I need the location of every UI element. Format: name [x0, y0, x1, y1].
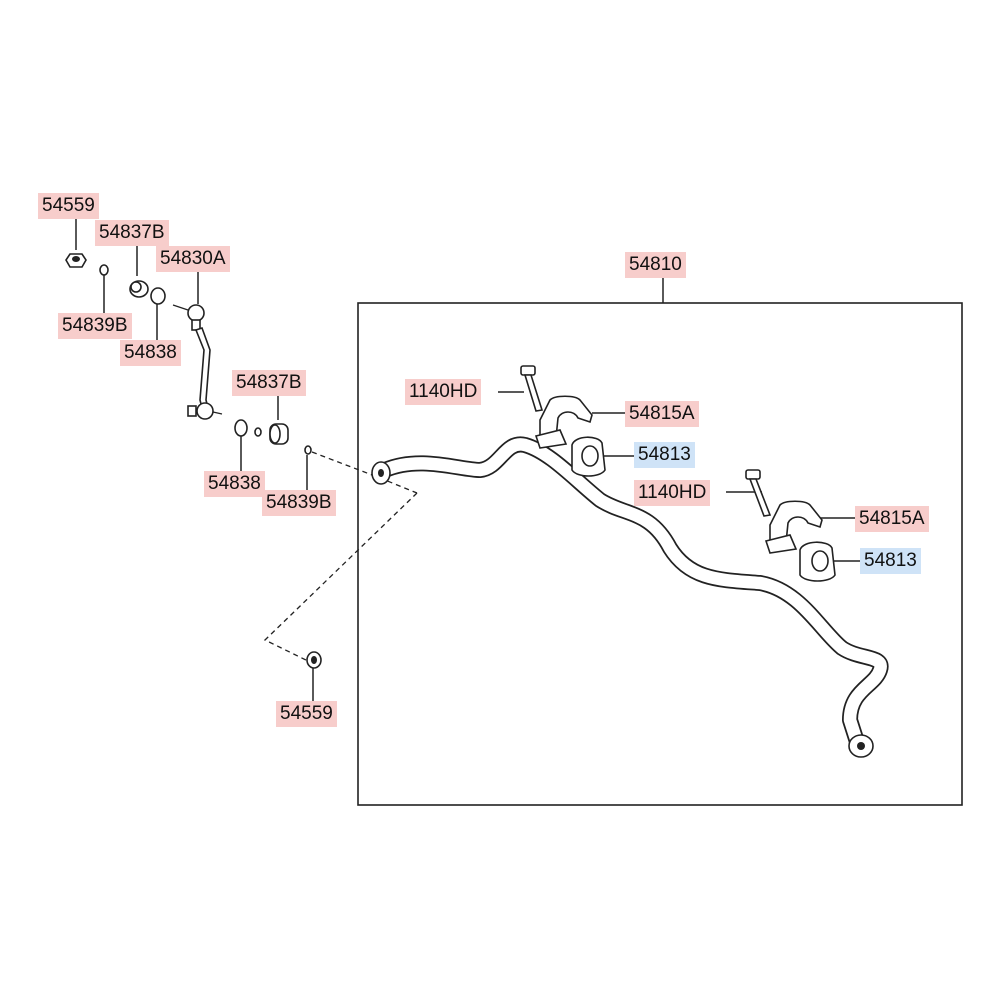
label-stabilizer-link[interactable]: 54830A: [156, 246, 230, 272]
label-stabilizer-bar[interactable]: 54810: [625, 252, 686, 278]
washer-mid: [304, 445, 312, 455]
label-ring-top[interactable]: 54838: [120, 340, 181, 366]
label-ring-mid[interactable]: 54838: [204, 471, 265, 497]
assembly-frame: [357, 302, 963, 806]
bolt-1: [520, 365, 544, 412]
ring-mid: [234, 419, 248, 437]
bracket-1: [534, 395, 593, 449]
label-washer-top[interactable]: 54839B: [58, 313, 132, 339]
label-washer-mid[interactable]: 54839B: [262, 490, 336, 516]
stabilizer-link: [172, 304, 223, 420]
label-nut-top[interactable]: 54559: [38, 193, 99, 219]
label-bushing-1[interactable]: 54813: [634, 442, 695, 468]
label-bushing-2[interactable]: 54813: [860, 548, 921, 574]
bushing-top: [129, 280, 149, 298]
bushing-1: [571, 436, 606, 477]
assembly-guide-lines: [263, 451, 418, 663]
label-bushing-top[interactable]: 54837B: [95, 220, 169, 246]
bracket-2: [764, 500, 823, 554]
leader-lines: [75, 218, 862, 702]
stabilizer-bar: [371, 436, 889, 758]
label-nut-bottom[interactable]: 54559: [276, 701, 337, 727]
small-washer-mid: [254, 427, 262, 437]
bushing-mid: [269, 423, 289, 445]
label-bolt-1[interactable]: 1140HD: [405, 379, 482, 405]
bushing-2: [799, 541, 836, 582]
label-bracket-1[interactable]: 54815A: [625, 401, 699, 427]
bolt-2: [745, 469, 772, 517]
ring-top: [150, 287, 166, 305]
nut-top: [65, 253, 87, 268]
label-bracket-2[interactable]: 54815A: [855, 506, 929, 532]
washer-top: [99, 264, 109, 276]
label-bushing-mid[interactable]: 54837B: [232, 370, 306, 396]
nut-bottom: [306, 651, 322, 669]
label-bolt-2[interactable]: 1140HD: [634, 480, 711, 506]
